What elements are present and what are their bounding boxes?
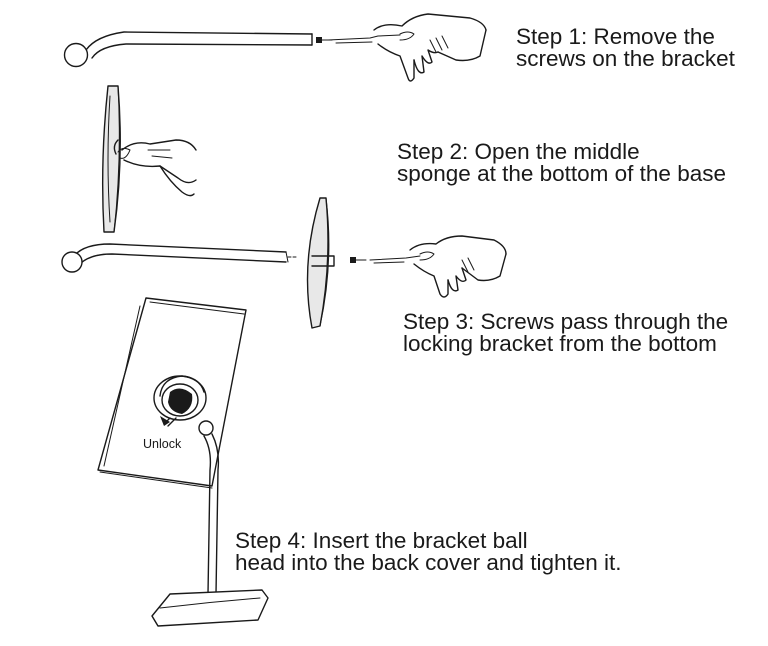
bracket-neck-4: [203, 433, 220, 595]
hand-1: [373, 13, 487, 82]
step1-illustration: [63, 13, 487, 82]
step-2-caption: Step 2: Open the middle sponge at the bo…: [397, 139, 726, 186]
bracket-ball-1: [63, 42, 89, 68]
step4-illustration: [97, 297, 269, 627]
bracket-arm-1: [63, 31, 313, 68]
step-2-line-2: sponge at the bottom of the base: [397, 161, 726, 186]
bracket-ball-3: [61, 251, 83, 273]
step-1-line-1: Step 1: Remove the: [516, 24, 715, 49]
step-4-caption: Step 4: Insert the bracket ball head int…: [235, 528, 622, 575]
unlock-dial-icon: [153, 375, 207, 427]
unlock-label: Unlock: [143, 437, 182, 451]
step-4-line-2: head into the back cover and tighten it.: [235, 550, 622, 575]
mirror-base-side-2: [101, 85, 121, 233]
step-2-line-1: Step 2: Open the middle: [397, 139, 640, 164]
step-4-line-1: Step 4: Insert the bracket ball: [235, 528, 528, 553]
step3-illustration: [61, 197, 507, 329]
step-3-line-2: locking bracket from the bottom: [403, 331, 717, 356]
step2-illustration: [101, 85, 197, 233]
bracket-arm-3: [61, 243, 297, 273]
hand-3: [409, 235, 507, 298]
bracket-ball-4: [198, 420, 214, 436]
screwdriver-1: [327, 34, 401, 44]
screwdriver-3: [369, 255, 421, 264]
step-3-line-1: Step 3: Screws pass through the: [403, 309, 729, 334]
hand-2: [113, 139, 197, 197]
step-1-caption: Step 1: Remove the screws on the bracket: [516, 24, 735, 71]
screw-3: [350, 257, 367, 263]
step-3-caption: Step 3: Screws pass through the locking …: [403, 309, 729, 356]
step-1-line-2: screws on the bracket: [516, 46, 735, 71]
stand-base: [151, 589, 269, 627]
mirror-base-side-3: [306, 197, 335, 329]
